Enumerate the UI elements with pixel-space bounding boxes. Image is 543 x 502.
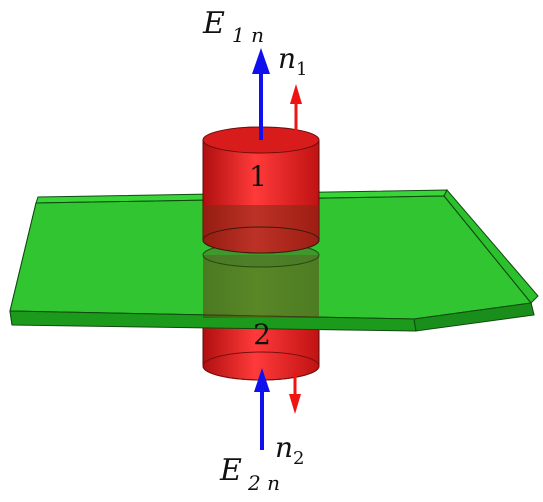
normal-arrow-up	[290, 84, 302, 132]
svg-text:2 n: 2 n	[247, 471, 280, 495]
svg-text:E: E	[202, 6, 225, 41]
svg-text:n: n	[278, 42, 296, 75]
lower-cylinder-through-slab	[202, 242, 320, 318]
svg-text:E: E	[219, 453, 242, 488]
field-arrow-up	[252, 48, 270, 140]
svg-text:1 n: 1 n	[232, 23, 264, 47]
svg-text:n: n	[275, 431, 293, 464]
svg-text:1: 1	[296, 59, 307, 80]
n2-label: n 2	[275, 431, 304, 469]
field-arrow-lower	[254, 368, 270, 450]
svg-text:2: 2	[293, 448, 304, 469]
n1-label: n 1	[278, 42, 307, 80]
e2n-label: E 2 n	[219, 453, 280, 495]
region-2-label: 2	[253, 318, 271, 351]
e1n-label: E 1 n	[202, 6, 264, 47]
normal-arrow-down	[289, 372, 301, 414]
region-1-label: 1	[249, 160, 267, 193]
